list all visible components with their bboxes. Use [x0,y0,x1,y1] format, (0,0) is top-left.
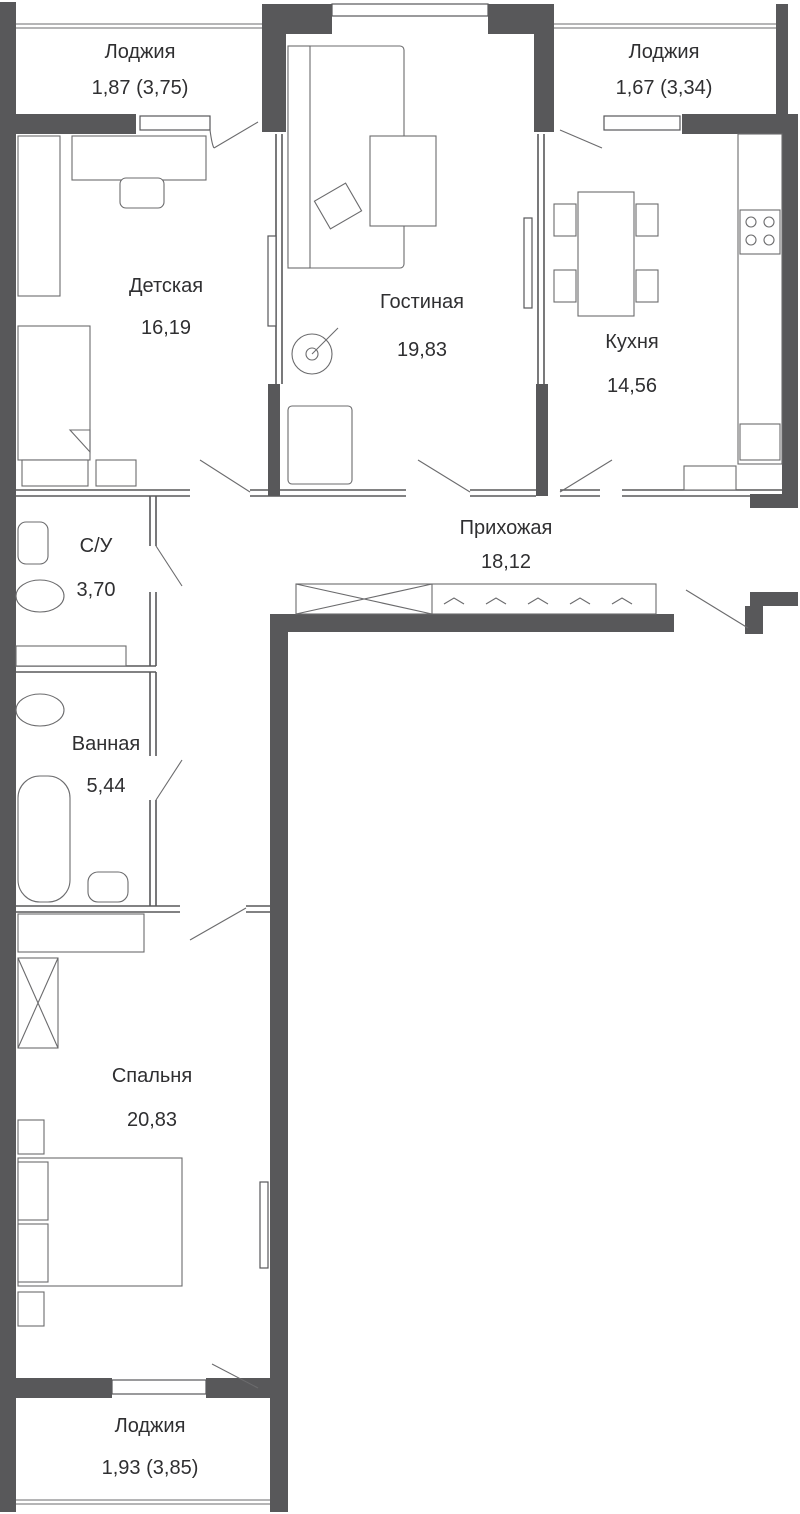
room-area-loggia-bottom: 1,93 (3,85) [102,1457,199,1479]
bath-furniture [15,521,145,953]
room-area-wc: 3,70 [77,579,116,601]
room-name-bath: Ванная [72,733,141,755]
room-name-loggia-right: Лоджия [629,41,700,63]
kids-furniture [17,135,207,487]
room-area-bath: 5,44 [87,775,126,797]
room-name-kitchen: Кухня [605,331,659,353]
room-name-loggia-left: Лоджия [105,41,176,63]
windows [16,3,776,1505]
room-name-hall: Прихожая [460,517,553,539]
room-area-kids: 16,19 [141,317,191,339]
hall-furniture [295,583,657,615]
room-area-living: 19,83 [397,339,447,361]
room-name-wc: С/У [80,535,113,557]
kitchen-furniture [553,133,783,491]
room-area-loggia-left: 1,87 (3,75) [92,77,189,99]
living-furniture [287,45,437,485]
room-area-kitchen: 14,56 [607,375,657,397]
room-area-hall: 18,12 [481,551,531,573]
room-name-living: Гостиная [380,291,464,313]
room-name-bedroom: Спальня [112,1065,192,1087]
room-labels: Лоджия 1,87 (3,75) Лоджия 1,67 (3,34) Де… [72,41,713,1479]
partitions [16,134,782,913]
bedroom-furniture [17,957,183,1327]
room-name-kids: Детская [129,275,203,297]
room-name-loggia-bottom: Лоджия [115,1415,186,1437]
room-area-loggia-right: 1,67 (3,34) [616,77,713,99]
room-area-bedroom: 20,83 [127,1109,177,1131]
doors [155,121,749,1389]
